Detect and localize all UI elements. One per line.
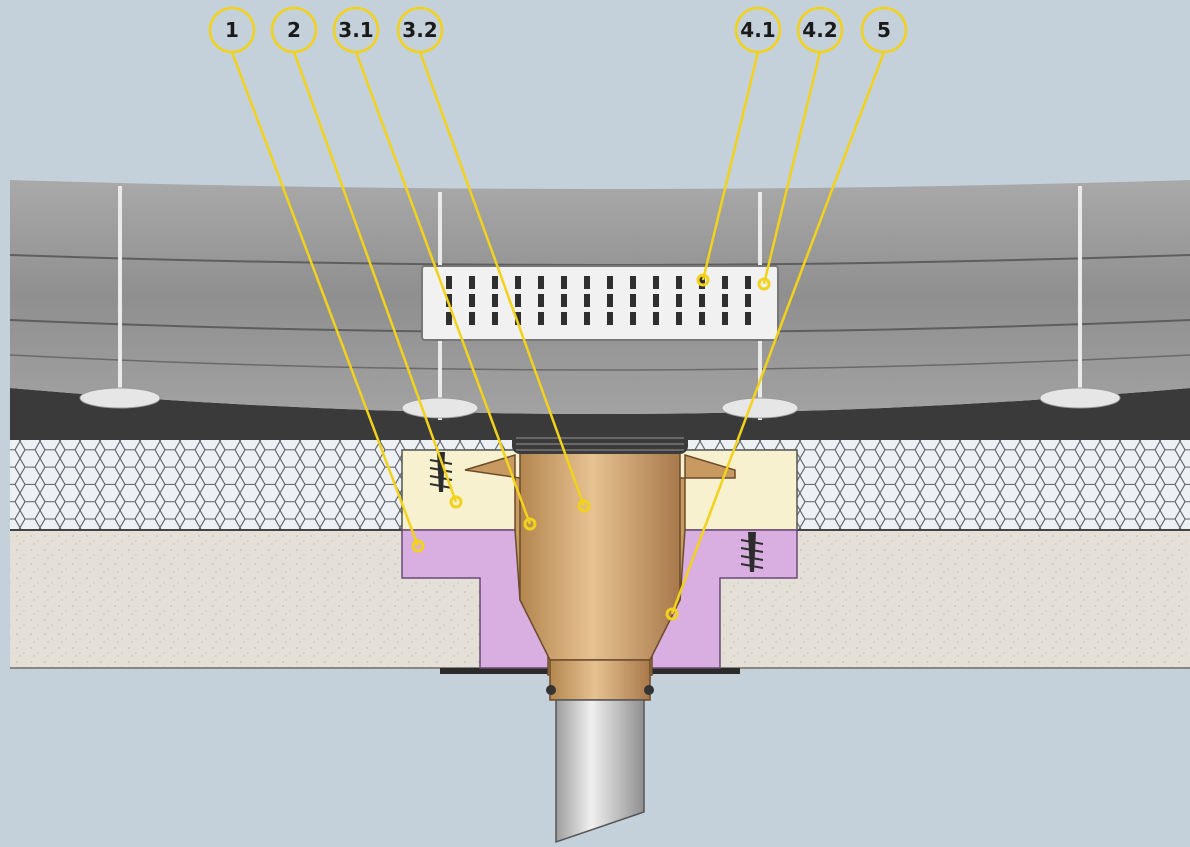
- drain-body: [464, 432, 736, 701]
- drain-grate: [421, 265, 779, 341]
- grate-slot: [653, 276, 659, 289]
- grate-slot: [653, 312, 659, 325]
- grate-slot: [722, 312, 728, 325]
- grate-slot: [676, 294, 682, 307]
- leader-lines: [230, 51, 886, 615]
- callout-4-1: 4.1: [734, 6, 782, 54]
- grate-slot: [492, 312, 498, 325]
- callout-4-1-label: 4.1: [740, 18, 775, 42]
- grate-slot: [584, 294, 590, 307]
- grate-slot: [607, 312, 613, 325]
- grate-slot: [584, 276, 590, 289]
- grate-slot: [538, 294, 544, 307]
- grate-slot: [630, 312, 636, 325]
- callout-3-2-label: 3.2: [402, 18, 437, 42]
- grate-slot: [446, 294, 452, 307]
- callout-1: 1: [208, 6, 256, 54]
- grate-slot: [561, 276, 567, 289]
- callout-4-2: 4.2: [796, 6, 844, 54]
- grate-slot: [469, 294, 475, 307]
- grate-slot: [492, 294, 498, 307]
- grate-slot: [722, 294, 728, 307]
- grate-slot: [699, 312, 705, 325]
- grate-slot: [584, 312, 590, 325]
- grate-slot: [607, 276, 613, 289]
- grate-slot: [745, 294, 751, 307]
- grate-slot: [469, 276, 475, 289]
- grate-slot: [561, 312, 567, 325]
- grate-slot: [561, 294, 567, 307]
- callout-targets: [411, 273, 771, 621]
- grate-slot: [538, 312, 544, 325]
- grate-slot: [538, 276, 544, 289]
- grate-slot: [469, 312, 475, 325]
- grate-slots: [446, 276, 751, 325]
- callout-4-2-label: 4.2: [802, 18, 837, 42]
- callout-1-label: 1: [225, 18, 239, 42]
- grate-slot: [630, 294, 636, 307]
- grate-slot: [699, 294, 705, 307]
- grate-slot: [515, 294, 521, 307]
- grate-slot: [515, 276, 521, 289]
- grate-slot: [607, 294, 613, 307]
- grate-slot: [745, 312, 751, 325]
- callout-2: 2: [270, 6, 318, 54]
- grate-slot: [492, 276, 498, 289]
- grate-slot: [722, 276, 728, 289]
- grate-slot: [676, 312, 682, 325]
- callout-3-2: 3.2: [396, 6, 444, 54]
- outlet-pipe: [555, 699, 645, 844]
- grate-slot: [676, 276, 682, 289]
- callout-3-1: 3.1: [332, 6, 380, 54]
- grate-slot: [653, 294, 659, 307]
- callout-5-label: 5: [877, 18, 891, 42]
- grate-slot: [446, 312, 452, 325]
- callout-5: 5: [860, 6, 908, 54]
- callout-2-label: 2: [287, 18, 301, 42]
- grate-slot: [446, 276, 452, 289]
- callout-3-1-label: 3.1: [338, 18, 373, 42]
- grate-slot: [515, 312, 521, 325]
- grate-slot: [630, 276, 636, 289]
- grate-slot: [699, 276, 705, 289]
- grate-slot: [745, 276, 751, 289]
